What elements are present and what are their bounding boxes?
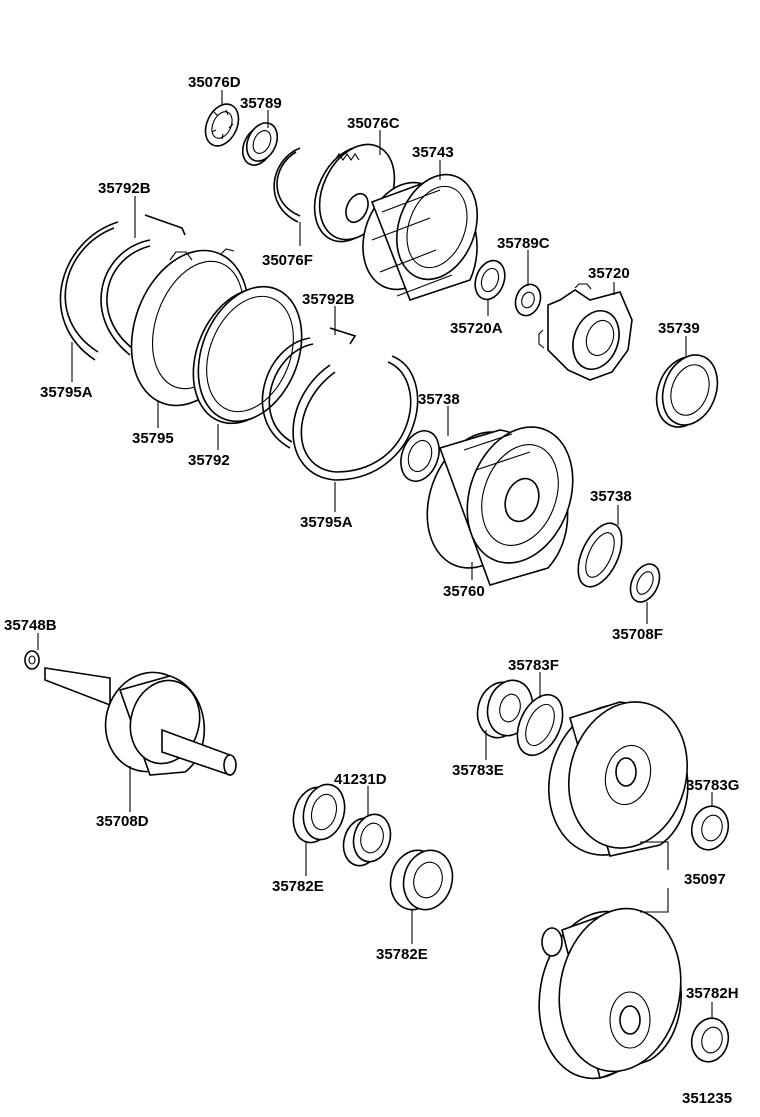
- part-35720A-bearing[interactable]: [470, 256, 510, 303]
- label-41231D: 41231D: [334, 771, 387, 788]
- label-35720: 35720: [588, 265, 630, 282]
- label-35789C: 35789C: [497, 235, 550, 252]
- diagram-code: 351235: [682, 1090, 732, 1107]
- label-35739: 35739: [658, 320, 700, 337]
- part-35782H-nut[interactable]: [687, 1014, 733, 1066]
- label-35076F: 35076F: [262, 252, 313, 269]
- part-35743-drum[interactable]: [349, 163, 492, 302]
- label-35708D: 35708D: [96, 813, 149, 830]
- part-35783F-bearing[interactable]: [508, 688, 571, 763]
- label-35795: 35795: [132, 430, 174, 447]
- part-35076F-snap-ring[interactable]: [273, 147, 301, 223]
- part-35739-ring-gear[interactable]: [647, 347, 726, 434]
- label-35743: 35743: [412, 144, 454, 161]
- label-35708F: 35708F: [612, 626, 663, 643]
- label-35783F: 35783F: [508, 657, 559, 674]
- label-35748B: 35748B: [4, 617, 57, 634]
- part-35792B-ring-mid[interactable]: [261, 327, 357, 449]
- label-35792B-top: 35792B: [98, 180, 151, 197]
- part-35738-bearing-top[interactable]: [394, 425, 446, 486]
- label-35783G: 35783G: [686, 777, 739, 794]
- part-35782E-bearing-left[interactable]: [287, 780, 350, 847]
- part-35782E-bearing-right[interactable]: [384, 845, 459, 915]
- part-35789-washer[interactable]: [237, 118, 283, 170]
- label-35720A: 35720A: [450, 320, 503, 337]
- part-35783G-nut[interactable]: [687, 802, 733, 854]
- label-35795A-left: 35795A: [40, 384, 93, 401]
- label-35738-bottom: 35738: [590, 488, 632, 505]
- label-35783E: 35783E: [452, 762, 504, 779]
- label-35789: 35789: [240, 95, 282, 112]
- part-35792B-ring-top[interactable]: [100, 214, 186, 356]
- part-35097-gear-lower[interactable]: [526, 899, 693, 1088]
- label-35097: 35097: [684, 871, 726, 888]
- label-35738-top: 35738: [418, 391, 460, 408]
- label-35782H: 35782H: [686, 985, 739, 1002]
- part-35097-gear-upper[interactable]: [532, 689, 703, 869]
- label-35782E-left: 35782E: [272, 878, 324, 895]
- part-35076D-bearing[interactable]: [199, 99, 245, 152]
- leader-lines: [37, 90, 713, 1018]
- label-35792: 35792: [188, 452, 230, 469]
- part-35708F-washer[interactable]: [625, 559, 665, 606]
- part-35720-carrier[interactable]: [538, 283, 633, 381]
- part-35760-drum[interactable]: [409, 412, 591, 586]
- label-35782E-right: 35782E: [376, 946, 428, 963]
- part-41231D-washer[interactable]: [338, 810, 395, 870]
- label-35795A-mid: 35795A: [300, 514, 353, 531]
- label-35760: 35760: [443, 583, 485, 600]
- label-35076D: 35076D: [188, 74, 241, 91]
- part-35708D-shaft[interactable]: [44, 662, 237, 781]
- label-35792B-mid: 35792B: [302, 291, 355, 308]
- label-35076C: 35076C: [347, 115, 400, 132]
- part-35738-bearing-bottom[interactable]: [569, 517, 630, 594]
- part-35795A-ring-mid[interactable]: [292, 355, 419, 481]
- part-35795A-ring-left[interactable]: [59, 221, 119, 361]
- part-35748B-nut[interactable]: [24, 650, 40, 670]
- part-35789C-washer[interactable]: [511, 281, 544, 319]
